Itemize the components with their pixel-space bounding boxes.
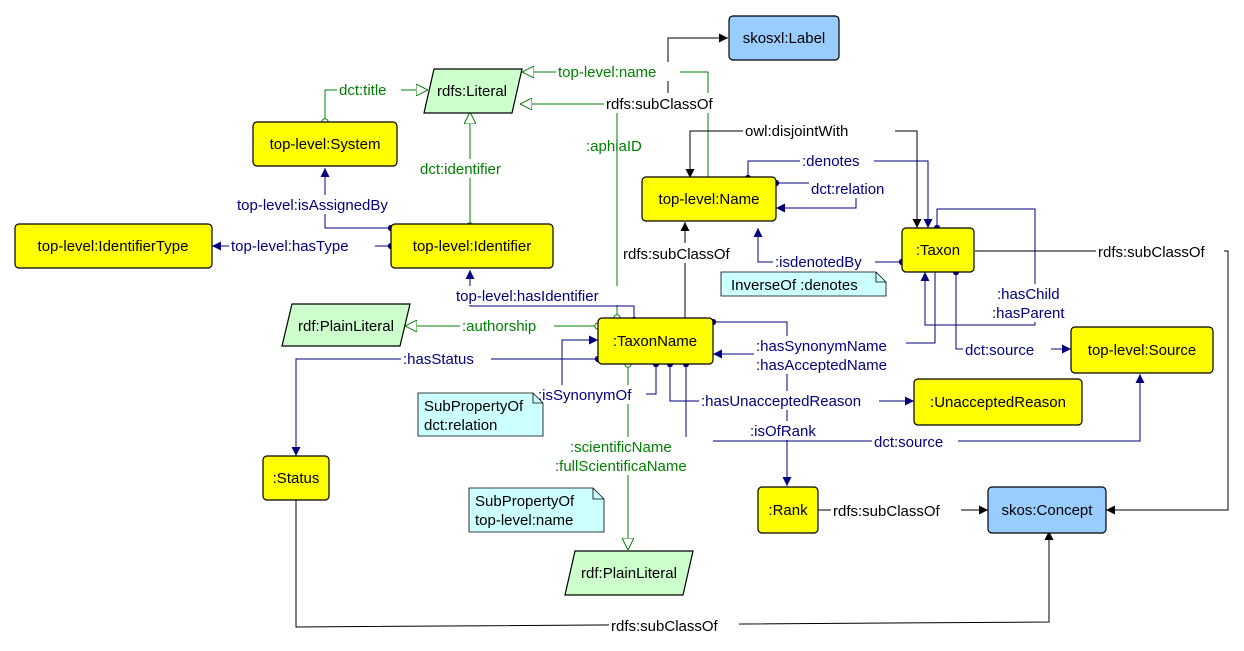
edge-labels: top-level:name rdfs:subClassOf dct:title… [229,62,1224,635]
svg-text:top-level:Identifier: top-level:Identifier [413,238,531,255]
nodes: skosxl:Label rdfs:Literal top-level:Syst… [14,15,1214,596]
svg-text::Rank: :Rank [768,502,808,519]
svg-text:top-level:Name: top-level:Name [659,191,760,208]
notes: InverseOf :denotes SubPropertyOf dct:rel… [417,271,887,533]
svg-text::TaxonName: :TaxonName [613,333,697,350]
label-rank-subclassof: rdfs:subClassOf [833,503,941,520]
svg-text:skosxl:Label: skosxl:Label [743,30,826,47]
node-skosxl-label[interactable]: skosxl:Label [728,15,840,61]
label-hasparent: :hasParent [992,305,1065,322]
svg-text:InverseOf :denotes: InverseOf :denotes [731,277,858,294]
node-skos-concept[interactable]: skos:Concept [987,486,1107,534]
label-dct-identifier: dct:identifier [420,161,501,178]
label-disjointwith: owl:disjointWith [745,123,848,140]
label-taxon-dct-source: dct:source [965,342,1034,359]
label-taxonname-dct-source: dct:source [874,434,943,451]
label-dct-title: dct:title [339,82,387,99]
svg-text:skos:Concept: skos:Concept [1002,502,1094,519]
label-hasidentifier: top-level:hasIdentifier [456,288,599,305]
svg-text::Taxon: :Taxon [916,242,960,259]
svg-text:top-level:IdentifierType: top-level:IdentifierType [38,238,189,255]
label-scientificname: :scientificName [570,439,672,456]
svg-text:rdf:PlainLiteral: rdf:PlainLiteral [581,565,677,582]
label-dct-relation: dct:relation [811,181,884,198]
node-top-level-name[interactable]: top-level:Name [641,176,777,222]
edge-isassignedby [320,168,395,232]
label-issynonymof: :isSynonymOf [538,387,632,404]
label-aphiaid: :aphiaID [586,138,642,155]
edge-hasstatus [291,355,602,456]
svg-text:top-level:System: top-level:System [270,136,381,153]
label-fullscientificaname: :fullScientificaName [555,458,687,475]
node-taxon[interactable]: :Taxon [901,227,975,273]
node-top-level-identifiertype[interactable]: top-level:IdentifierType [14,223,213,269]
label-denotes: :denotes [802,153,860,170]
svg-text:dct:relation: dct:relation [424,417,497,434]
note-subpropertyof-relation: SubPropertyOf dct:relation [417,392,544,437]
label-hasstatus: :hasStatus [403,351,474,368]
label-name-subclassof: rdfs:subClassOf [606,96,714,113]
label-status-subclassof: rdfs:subClassOf [611,618,719,635]
label-hasacceptedname: :hasAcceptedName [756,357,887,374]
label-hasunacceptedreason: :hasUnacceptedReason [701,393,861,410]
note-inverse-of: InverseOf :denotes [720,271,887,297]
label-haschild: :hasChild [997,286,1060,303]
node-rdfs-literal[interactable]: rdfs:Literal [423,68,523,114]
edge-aphiaid [520,104,617,318]
label-isassignedby: top-level:isAssignedBy [237,197,388,214]
svg-text::UnacceptedReason: :UnacceptedReason [930,394,1066,411]
label-isofrank: :isOfRank [750,423,816,440]
svg-text:SubPropertyOf: SubPropertyOf [475,493,575,510]
svg-text:top-level:Source: top-level:Source [1088,342,1196,359]
node-top-level-identifier[interactable]: top-level:Identifier [390,223,554,269]
label-taxonname-subclassof: rdfs:subClassOf [623,246,731,263]
node-rank[interactable]: :Rank [757,486,819,534]
svg-text::Status: :Status [273,470,320,487]
node-rdf-plainliteral-bottom[interactable]: rdf:PlainLiteral [564,550,694,596]
edge-haschild-hasparent [920,208,1036,326]
node-unaccepted-reason[interactable]: :UnacceptedReason [913,378,1083,426]
node-rdf-plainliteral-top[interactable]: rdf:PlainLiteral [281,303,411,347]
label-authorship: :authorship [462,318,536,335]
label-hastype: top-level:hasType [231,238,349,255]
svg-text:rdf:PlainLiteral: rdf:PlainLiteral [298,318,394,335]
label-taxon-subclassof: rdfs:subClassOf [1098,244,1206,261]
node-top-level-source[interactable]: top-level:Source [1070,326,1214,374]
svg-text:SubPropertyOf: SubPropertyOf [424,398,524,415]
svg-text:rdfs:Literal: rdfs:Literal [437,83,507,100]
node-taxonname[interactable]: :TaxonName [597,317,714,365]
node-status[interactable]: :Status [262,455,330,501]
node-top-level-system[interactable]: top-level:System [252,121,398,167]
svg-text:top-level:name: top-level:name [475,512,573,529]
label-isdenotedby: :isdenotedBy [775,254,862,271]
note-subpropertyof-name: SubPropertyOf top-level:name [468,487,605,533]
edge-top-level-name [522,72,708,180]
label-hassynonymname: :hasSynonymName [756,338,887,355]
label-top-level-name: top-level:name [558,64,656,81]
